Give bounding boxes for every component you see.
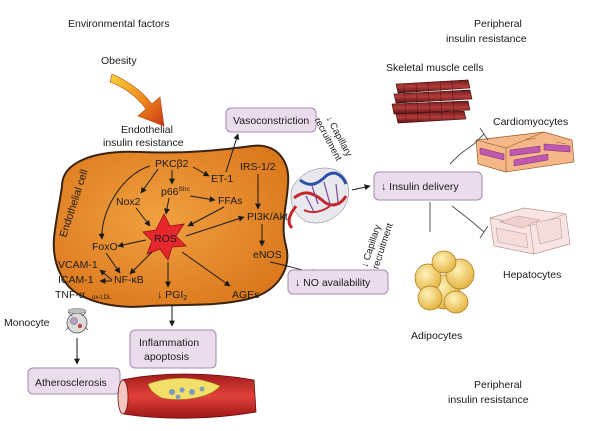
hepatocytes-illustration [489,207,571,255]
peripheral-ir-top-line1: Peripheral [474,18,522,30]
arrow-nox2-to-ros [135,207,151,227]
vcam1-label: VCAM-1 [58,259,98,271]
arrow-pkc-to-nox2 [140,168,159,194]
pkcb2-label: PKCβ2 [155,158,189,170]
endothelial-ir-label-line2: insulin resistance [103,137,184,149]
insulin-delivery-box: ↓ Insulin delivery [373,171,483,201]
no-availability-box: ↓ NO availability [287,269,389,295]
endothelial-ir-label-line1: Endothelial [121,124,173,136]
artery-plaque-illustration [117,373,257,419]
pgi-subscript: 2 [183,295,187,302]
peripheral-ir-bottom-line2: insulin resistance [448,394,529,406]
hepatocytes-label: Hepatocytes [503,269,561,281]
inhibition-bar-muscle [479,127,489,141]
p66-text: p66 [161,186,179,198]
arrow-foxo-to-nfkb [105,252,121,274]
no-availability-text: ↓ NO availability [295,277,371,289]
obesity-arrow [109,73,165,127]
adipocytes-illustration [414,250,475,314]
environmental-factors-label: Environmental factors [68,18,170,30]
nfkb-label: NF-κB [114,274,144,286]
foxo-label: FoxO [92,241,118,253]
arrow-pkc-to-et1 [192,166,210,177]
enos-label: eNOS [253,249,282,261]
arrow-ros-to-nfkb [129,251,153,275]
arrow-ffas-to-ros [187,206,225,227]
cardiomyocytes-label: Cardiomyocytes [493,116,568,128]
arrow-capillary-to-insulin-delivery [351,184,371,191]
peripheral-ir-bottom-line1: Peripheral [474,379,522,391]
arrow-pkc-to-foxo [98,165,151,240]
pgi-text: ↓ PGI [157,289,183,301]
atherosclerosis-box: Atherosclerosis [27,367,121,395]
p66-superscript: Shc [179,186,191,193]
tnfa-label: TNF-α [55,289,85,301]
cardiomyocytes-illustration [475,131,575,173]
insulin-delivery-text: ↓ Insulin delivery [381,181,459,193]
capillary-recruitment-label-2: ↓ Capillary recruitment [359,218,395,272]
arrow-p66-to-ros [164,197,170,215]
obesity-label: Obesity [101,55,137,67]
inflammation-apoptosis-box: Inflammation apoptosis [129,329,217,369]
icam1-label: ICAM-1 [58,274,94,286]
ages-label: AGEs [232,289,259,301]
capillary-recruitment-label-1: ↓ Capillary recruitment [312,111,355,166]
vasoconstriction-box: Vasoconstriction [225,107,317,133]
irs12-label: IRS-1/2 [240,161,276,173]
ox-ldl-label: ox-LDL [92,295,112,301]
inhibition-bar-liver [479,225,489,239]
et1-label: ET-1 [211,173,233,185]
pgi2-label: ↓ PGI2 [157,289,187,302]
monocyte-label: Monocyte [4,317,50,329]
inhibition-line-muscle [449,133,485,165]
cell-signaling-arrows [74,133,371,365]
atherosclerosis-text: Atherosclerosis [35,377,107,389]
ros-star-icon [142,213,187,261]
arrow-et1-to-vasoconstriction [225,133,240,173]
pi3k-akt-label: PI3K/Akt [247,211,288,223]
apoptosis-text: apoptosis [144,351,189,363]
inflammation-text: Inflammation [139,337,199,349]
inhibition-lines [429,127,489,239]
arrow-ros-to-pi3k [185,215,245,237]
capillary-network-illustration [287,167,349,230]
p66shc-label: p66Shc [161,186,190,198]
arrow-ros-to-ages [181,251,231,287]
peripheral-ir-top-line2: insulin resistance [446,33,527,45]
ros-label: ROS [154,233,177,245]
skeletal-muscle-illustration [391,79,473,124]
ffas-label: FFAs [218,195,243,207]
monocyte-icon [65,308,89,334]
inhibition-line-liver [451,205,485,233]
skeletal-muscle-label: Skeletal muscle cells [386,62,483,74]
arrow-p66-to-ffas [189,195,216,203]
vasoconstriction-text: Vasoconstriction [233,115,309,127]
arrow-nfkb-to-vcam [99,269,113,281]
arrow-ros-to-foxo [117,239,147,248]
adipocytes-label: Adipocytes [411,330,462,342]
nox2-label: Nox2 [116,196,141,208]
